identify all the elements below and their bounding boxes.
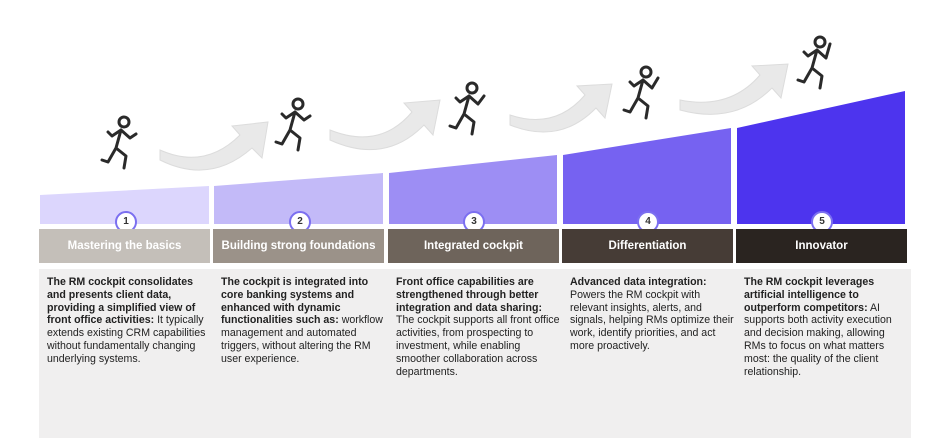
stage-label: Innovator [736, 229, 907, 263]
card-body: workflow management and automated trigge… [221, 314, 383, 365]
card-body: It typically extends existing CRM capabi… [47, 314, 206, 365]
stage-label: Differentiation [562, 229, 733, 263]
ramp-segment-5 [737, 91, 905, 224]
arrow-icon [679, 63, 789, 115]
running-person-icon [274, 97, 312, 152]
card-body: The cockpit supports all front office ac… [396, 314, 560, 378]
card-heading: The RM cockpit consolidates and presents… [47, 276, 196, 327]
stage-card: The RM cockpit leverages artificial inte… [736, 269, 911, 438]
ramp-segment-1 [40, 186, 209, 224]
arrow-icon [329, 99, 441, 151]
card-heading: The RM cockpit leverages artificial inte… [744, 276, 875, 314]
stage-card: The cockpit is integrated into core bank… [213, 269, 388, 438]
card-heading: Front office capabilities are strengthen… [396, 276, 542, 314]
stage-card: The RM cockpit consolidates and presents… [39, 269, 214, 438]
running-person-icon [448, 81, 486, 136]
ramp-segment-3 [389, 155, 557, 224]
stage-label: Building strong foundations [213, 229, 384, 263]
stage-card: Front office capabilities are strengthen… [388, 269, 563, 438]
running-person-icon [622, 65, 660, 120]
stage-label: Integrated cockpit [388, 229, 559, 263]
running-person-icon [100, 115, 138, 170]
running-person-icon [796, 35, 832, 90]
card-heading: Advanced data integration: [570, 276, 707, 288]
card-body: Powers the RM cockpit with relevant insi… [570, 288, 734, 352]
arrow-icon [159, 121, 269, 171]
ramp-segment-2 [214, 173, 383, 224]
arrow-icon [509, 83, 613, 133]
ramp-segment-4 [563, 128, 731, 224]
stage-label: Mastering the basics [39, 229, 210, 263]
card-body: AI supports both activity execution and … [744, 301, 892, 378]
stage-card: Advanced data integration: Powers the RM… [562, 269, 737, 438]
card-heading: The cockpit is integrated into core bank… [221, 276, 369, 327]
